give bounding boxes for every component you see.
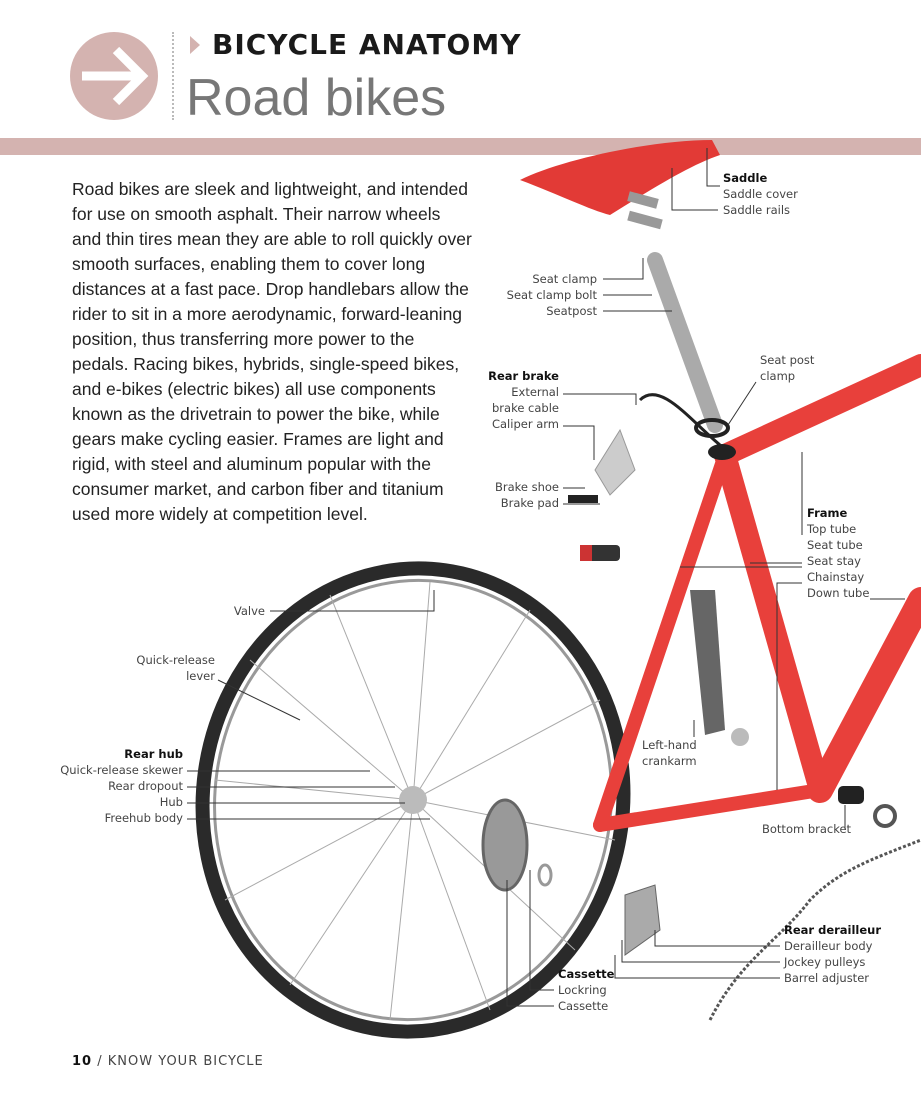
label-line: Seat post [760, 353, 815, 367]
cassette-label-group: Cassette Lockring Cassette [558, 966, 614, 1014]
label-line: Quick-release [136, 653, 215, 667]
section-name: KNOW YOUR BICYCLE [107, 1054, 264, 1069]
rear-hub-label-group: Rear hub Quick-release skewer Rear dropo… [60, 746, 183, 826]
cassette-title: Cassette [558, 967, 615, 981]
label-valve: Valve [233, 604, 265, 618]
frame-title: Frame [807, 506, 848, 520]
label-brake-cable: brake cable [492, 401, 559, 415]
label-qr-skewer: Quick-release skewer [60, 763, 183, 777]
label-caliper-arm: Caliper arm [491, 417, 559, 431]
rear-derailleur-title: Rear derailleur [784, 923, 882, 937]
arrow-right-icon [70, 32, 158, 120]
label-line: lever [186, 669, 215, 683]
page-footer: 10 / KNOW YOUR BICYCLE [72, 1054, 264, 1069]
crankarm-label: Left-hand crankarm [642, 737, 697, 769]
rear-brake-label-group: Rear brake External brake cable Caliper … [488, 368, 559, 432]
label-jockey-pulleys: Jockey pulleys [784, 955, 866, 969]
label-saddle-rails: Saddle rails [723, 203, 791, 217]
section-kicker: BICYCLE ANATOMY [212, 28, 522, 61]
label-down-tube: Down tube [807, 586, 870, 600]
label-seat-clamp: Seat clamp [532, 272, 597, 286]
label-line: clamp [760, 369, 796, 383]
frame [593, 354, 921, 832]
label-seat-clamp-bolt: Seat clamp bolt [506, 288, 597, 302]
page-title: Road bikes [186, 69, 447, 127]
label-hub: Hub [159, 795, 183, 809]
label-rear-dropout: Rear dropout [108, 779, 183, 793]
seat-post-clamp-label: Seat post clamp [760, 352, 814, 384]
qr-lever-label: Quick-release lever [136, 652, 215, 684]
label-brake-shoe: Brake shoe [494, 480, 559, 494]
brake-shoe-label-group: Brake shoe Brake pad [495, 479, 559, 511]
label-line: crankarm [642, 754, 697, 768]
saddle-title: Saddle [723, 171, 768, 185]
label-brake-pad: Brake pad [500, 496, 559, 510]
rear-brake-title: Rear brake [488, 369, 559, 383]
triangle-marker-icon [190, 36, 200, 54]
frame-label-group: Frame Top tube Seat tube Seat stay Chain… [807, 505, 869, 601]
label-barrel-adjuster: Barrel adjuster [784, 971, 869, 985]
label-line: Left-hand [642, 738, 697, 752]
label-seat-stay: Seat stay [807, 554, 861, 568]
label-chainstay: Chainstay [807, 570, 865, 584]
intro-paragraph: Road bikes are sleek and lightweight, an… [72, 179, 472, 524]
rear-derailleur-label-group: Rear derailleur Derailleur body Jockey p… [784, 922, 881, 986]
label-external: External [511, 385, 559, 399]
label-bottom-bracket: Bottom bracket [762, 822, 852, 836]
page-number: 10 [72, 1054, 93, 1069]
label-lockring: Lockring [558, 983, 607, 997]
label-derailleur-body: Derailleur body [784, 939, 873, 953]
label-saddle-cover: Saddle cover [723, 187, 798, 201]
divider [172, 32, 174, 120]
rear-hub-title: Rear hub [124, 747, 183, 761]
label-seatpost: Seatpost [546, 304, 597, 318]
seat-label-group: Seat clamp Seat clamp bolt Seatpost [507, 271, 597, 319]
label-seat-tube: Seat tube [807, 538, 863, 552]
label-top-tube: Top tube [807, 522, 857, 536]
label-cassette: Cassette [558, 999, 609, 1013]
saddle-label-group: Saddle Saddle cover Saddle rails [723, 170, 798, 218]
label-freehub-body: Freehub body [104, 811, 183, 825]
